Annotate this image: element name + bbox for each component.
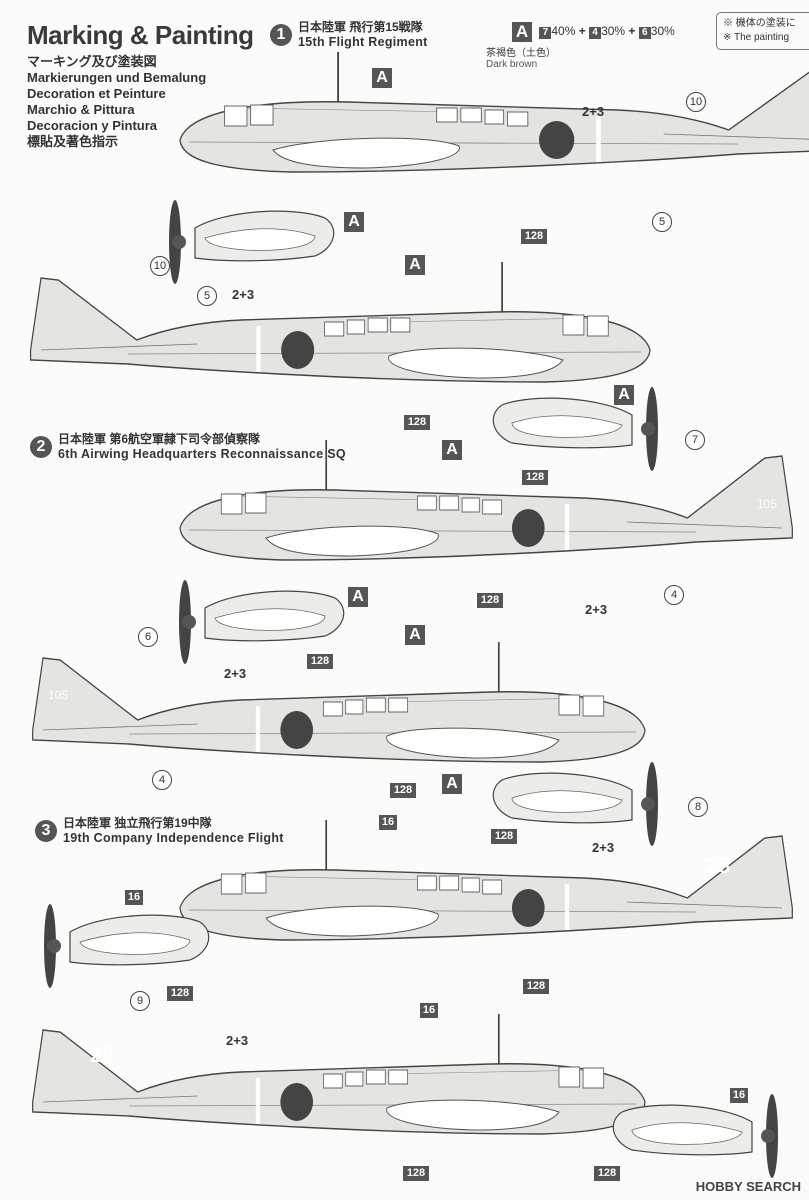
section-number: 2	[30, 436, 52, 458]
callout-16: 16	[379, 815, 397, 830]
callout-2-3: 2+3	[592, 840, 615, 855]
callout-2-3: 2+3	[585, 602, 608, 617]
callout-A: A	[442, 774, 462, 794]
callout-128: 128	[521, 229, 547, 244]
callout-128: 128	[491, 829, 517, 844]
callout-9: 9	[130, 991, 150, 1011]
callout-A: A	[405, 255, 425, 275]
title-es: Decoracion y Pintura	[27, 118, 158, 133]
page-title: Marking & Painting	[27, 20, 254, 50]
title-jp: マーキング及び塗装図	[27, 54, 157, 69]
callout-A: A	[442, 440, 462, 460]
callout-128: 128	[594, 1166, 620, 1181]
callout-128: 128	[404, 415, 430, 430]
callout-2-3: 2+3	[224, 666, 247, 681]
callout-4: 4	[152, 770, 172, 790]
callout-10: 10	[150, 256, 170, 276]
title-de: Markierungen und Bemalung	[27, 70, 207, 85]
callout-128: 128	[477, 593, 503, 608]
callout-16: 16	[420, 1003, 438, 1018]
tail-number: 105	[48, 688, 69, 702]
callout-5: 5	[197, 286, 217, 306]
callout-A: A	[372, 68, 392, 88]
callout-2-3: 2+3	[232, 287, 255, 302]
tail-number: 28	[706, 853, 731, 878]
language-titles: マーキング及び塗装図 Markierungen und Bemalung Dec…	[27, 54, 206, 150]
title-cn: 標貼及著色指示	[27, 134, 119, 149]
watermark: HOBBY SEARCH	[695, 1179, 801, 1194]
callout-2-3: 2+3	[582, 104, 605, 119]
callout-16: 16	[125, 890, 143, 905]
callout-7: 7	[685, 430, 705, 450]
callout-A: A	[614, 385, 634, 405]
tail-number: 105	[757, 497, 778, 511]
callout-128: 128	[403, 1166, 429, 1181]
section-number: 1	[270, 24, 292, 46]
callout-8: 8	[688, 797, 708, 817]
section-number: 3	[35, 820, 57, 842]
callout-6: 6	[138, 627, 158, 647]
callout-128: 128	[522, 470, 548, 485]
callout-128: 128	[390, 783, 416, 798]
title-it: Marchio & Pittura	[27, 102, 135, 117]
callout-10: 10	[686, 92, 706, 112]
callout-128: 128	[523, 979, 549, 994]
callout-16: 16	[730, 1088, 748, 1103]
color-letter: A	[512, 22, 532, 42]
callout-A: A	[405, 625, 425, 645]
callout-4: 4	[664, 585, 684, 605]
callout-128: 128	[307, 654, 333, 669]
callout-A: A	[348, 587, 368, 607]
callout-2-3: 2+3	[226, 1033, 249, 1048]
title-fr: Decoration et Peinture	[27, 86, 166, 101]
color-name-en: Dark brown	[486, 59, 538, 70]
color-name-jp: 茶褐色（土色）	[486, 48, 556, 59]
callout-5: 5	[652, 212, 672, 232]
callout-128: 128	[167, 986, 193, 1001]
tail-number: 28	[90, 1042, 115, 1067]
painting-note: ※ 機体の塗装に ※ The painting	[716, 12, 809, 50]
callout-A: A	[344, 212, 364, 232]
